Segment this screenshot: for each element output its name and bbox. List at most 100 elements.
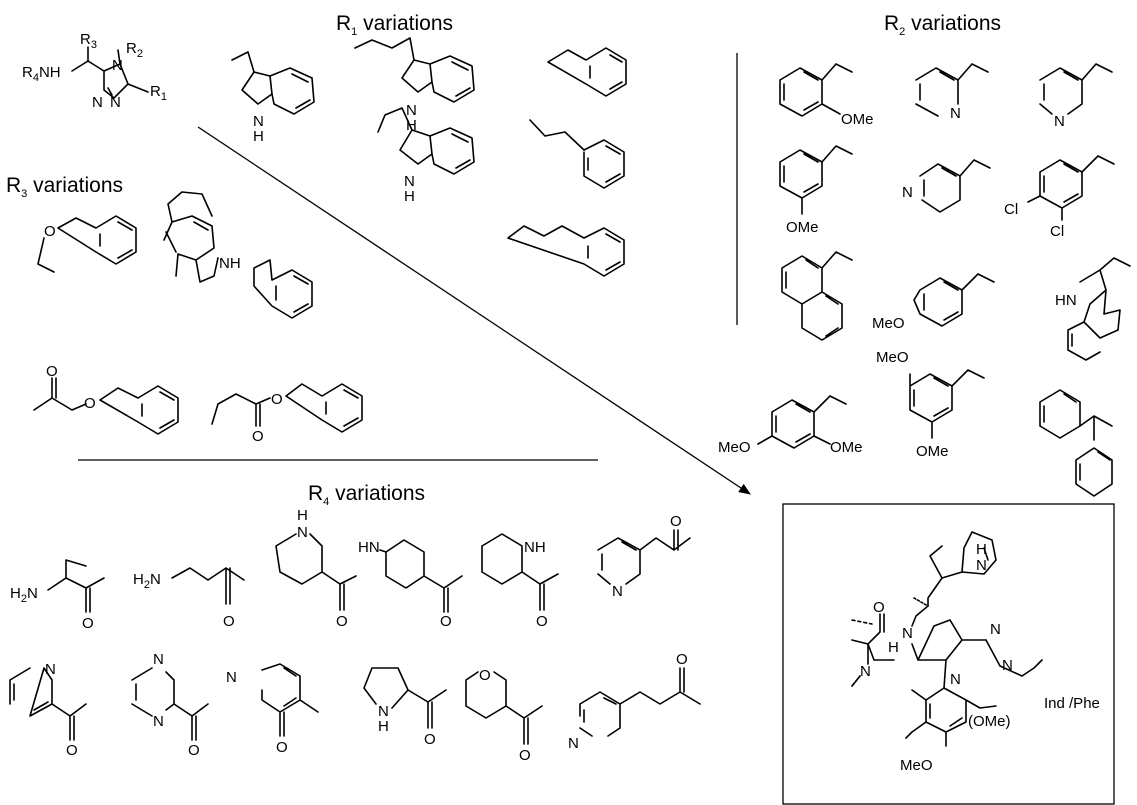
r4-o-6: O [670, 513, 682, 530]
r4-tetrahydropyranoyl: O O [465, 667, 543, 764]
r2-hn-indole: HN [1055, 292, 1077, 309]
r4-3-pyridylacetyl: O N [597, 513, 691, 600]
r3-o-ester2b: O [271, 391, 283, 408]
r4-o-10: O [424, 731, 436, 748]
r4-isonicotinoyl: N O [226, 663, 319, 756]
core-r4nh-label: R4NH [22, 64, 61, 84]
r4-o-3: O [336, 613, 348, 630]
r4-n-pyrr: N [378, 703, 389, 720]
r4-piperidine-3-carbonyl: H N O [275, 507, 357, 630]
r2-ome-35: OMe [916, 443, 949, 460]
r3-ester-1: O O [33, 363, 179, 435]
r4-n-pz2: N [153, 713, 164, 730]
box-n-amine: N [860, 663, 871, 680]
r2-cl-a: Cl [1004, 201, 1018, 218]
r1c-n: N [404, 173, 415, 190]
r4-o-8: O [188, 742, 200, 759]
box-ome-paren: (OMe) [968, 713, 1011, 730]
r2-diphenylethyl [1039, 389, 1113, 497]
r2-variations-heading: R2 variations [884, 12, 1001, 38]
r4-o-2: O [223, 613, 235, 630]
r2-4-methoxybenzyl: MeO [872, 273, 995, 332]
r4-n-pyr6: N [612, 583, 623, 600]
lead-compound-box [782, 503, 1115, 805]
r3-ester-2: O O [211, 383, 363, 445]
core-r3-label: R3 [80, 31, 97, 51]
r1-phenylpropyl [507, 225, 625, 277]
optimization-arrow [197, 126, 751, 495]
r2-2-pyridylmethyl: N [915, 63, 989, 122]
r4-h2n-1: H2N [10, 585, 38, 605]
r1-indole-ethyl: N H [231, 51, 315, 145]
r2-indolylmethyl: HN [1055, 257, 1131, 361]
r3-nh-indole: NH [219, 255, 241, 272]
r1-variations-heading: R1 variations [336, 12, 453, 38]
r1a-h: H [253, 128, 264, 145]
r1c-h: H [404, 188, 415, 205]
r4-o-12: O [676, 651, 688, 668]
r4-o-11: O [519, 747, 531, 764]
r2-meo-para: MeO [872, 315, 905, 332]
r4-o-thp: O [479, 667, 491, 684]
r3-indolylmethyl: NH [163, 191, 241, 283]
r4-beta-alanyl: H2N O [133, 567, 245, 630]
box-ind-phe: Ind /Phe [1044, 695, 1100, 712]
r4-n-pyr9: N [226, 669, 237, 686]
r2-3-methoxybenzyl: OMe [779, 145, 853, 236]
r3-o-ester1a: O [46, 363, 58, 380]
core-n1-label: N [92, 94, 103, 111]
r4-o-7: O [66, 742, 78, 759]
r3-o-ester1b: O [84, 395, 96, 412]
r4-nh-pip2: NH [524, 539, 546, 556]
r4-o-1: O [82, 615, 94, 632]
r2-n-pyr4: N [902, 184, 913, 201]
box-n-ind: N [976, 557, 987, 574]
r2-2-methoxybenzyl: OMe [779, 63, 874, 128]
r1-indole-propyl: N H [377, 107, 475, 205]
box-n-amide: N [902, 625, 913, 642]
box-h-ind: H [976, 541, 987, 558]
core-scaffold: R3 R2 R1 R4NH N N N [22, 31, 167, 111]
r4-prolyl: N H O [363, 667, 447, 748]
r2-ome-meta: OMe [786, 219, 819, 236]
r2-ome-24: OMe [830, 439, 863, 456]
r4-picolinoyl: N O [9, 661, 87, 759]
r2-ome-1: OMe [841, 111, 874, 128]
box-n-tri2: N [1002, 657, 1013, 674]
r2-cl-b: Cl [1050, 223, 1064, 240]
r4-piperidine-2-carbonyl: NH O [481, 533, 559, 630]
r4-piperidine-4-carbonyl: HN O [358, 539, 463, 630]
lead-compound: H N O N N H N N N (OMe) MeO Ind /Phe [851, 531, 1100, 774]
r2-4-pyridylmethyl: N [902, 159, 991, 213]
r1a-n: N [253, 113, 264, 130]
r4-o-4: O [440, 613, 452, 630]
r2-naphthylmethyl [781, 251, 853, 341]
r1-indole-butyl: N H [354, 37, 475, 134]
box-meo: MeO [900, 757, 933, 774]
r1-phenethyl [529, 119, 625, 189]
r4-variations-heading: R4 variations [308, 482, 425, 508]
r3-o-ester2a: O [252, 428, 264, 445]
r2-35-dimethoxybenzyl: MeO OMe [876, 349, 985, 460]
core-r1-label: R1 [150, 83, 167, 103]
r2-dichlorobenzyl: Cl Cl [1004, 155, 1115, 240]
box-h-amide: H [888, 639, 899, 656]
r2-n-pyr3: N [1054, 113, 1065, 130]
core-n4-label: N [112, 57, 123, 74]
r4-aminoisobutyryl: H2N O [10, 559, 105, 632]
r2-24-dimethoxybenzyl: MeO OMe [718, 395, 863, 456]
r4-n-pyr7: N [45, 661, 56, 678]
box-n-tri4: N [950, 671, 961, 688]
r4-h-pip3: H [297, 507, 308, 524]
r3-variations-heading: R3 variations [6, 174, 123, 200]
r1-benzyl [547, 47, 627, 97]
r4-n-pip3: N [297, 524, 308, 541]
r1b-n: N [406, 102, 417, 119]
r2-3-pyridylmethyl: N [1039, 63, 1113, 130]
r4-h-pyrr: H [378, 718, 389, 735]
r4-o-5: O [536, 613, 548, 630]
r4-n-pyr12: N [568, 735, 579, 752]
core-r2-label: R2 [126, 40, 143, 60]
r4-hn-pip4: HN [358, 539, 380, 556]
